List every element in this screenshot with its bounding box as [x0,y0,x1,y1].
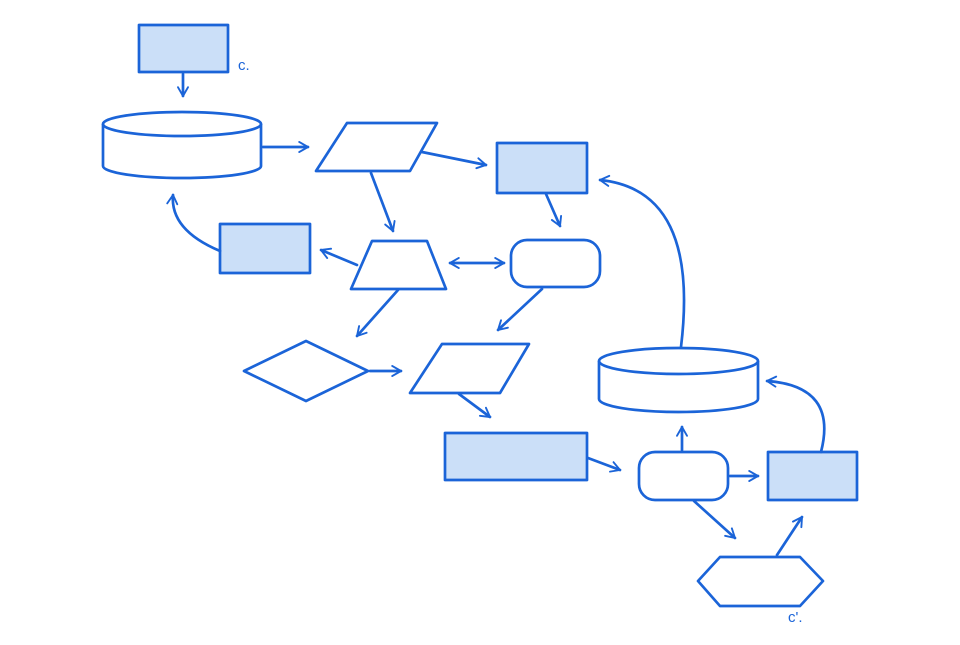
label-c: c. [238,57,250,74]
block-top [137,23,230,74]
io-parallelogram-1 [314,121,439,173]
edge-rounded-1-to-parallelogram-2 [496,287,544,332]
database-right [597,346,760,414]
edge-trapezoid-to-block-left-mid [319,247,359,267]
edge-block-left-mid-to-database-left-curve [166,193,222,253]
database-left-body [101,110,263,180]
block-left-mid [218,222,312,275]
block-right-bottom [766,450,859,502]
database-left [101,110,263,180]
database-left-top-ellipse [101,123,263,138]
edge-parallelogram-1-to-trapezoid [369,171,396,233]
process-rounded-2 [637,450,730,502]
database-right-body [597,346,760,414]
label-c-prime: c'. [788,609,803,626]
edge-block-wide-to-rounded-2 [586,456,622,473]
trapezoid [349,239,448,291]
edge-parallelogram-2-to-block-wide [457,392,492,419]
nodes-layer [101,23,859,608]
process-rounded-1 [509,238,602,289]
hexagon [696,555,825,608]
edges-layer [166,72,826,557]
block-right-top [495,141,589,195]
edge-block-right-top-to-rounded-1 [544,192,563,228]
io-parallelogram-2 [408,342,531,395]
edge-trapezoid-to-diamond [355,288,400,338]
block-wide [443,431,589,482]
database-right-top-ellipse [597,360,760,376]
edge-rounded-2-to-hexagon [692,499,737,540]
edge-database-right-to-block-right-top-curve [598,174,686,349]
decision-diamond [242,339,370,403]
edge-block-right-bottom-to-database-right-curve [765,375,826,454]
edge-hexagon-to-block-right-bottom [775,515,804,557]
edge-parallelogram-1-to-block-right-top [420,150,488,170]
